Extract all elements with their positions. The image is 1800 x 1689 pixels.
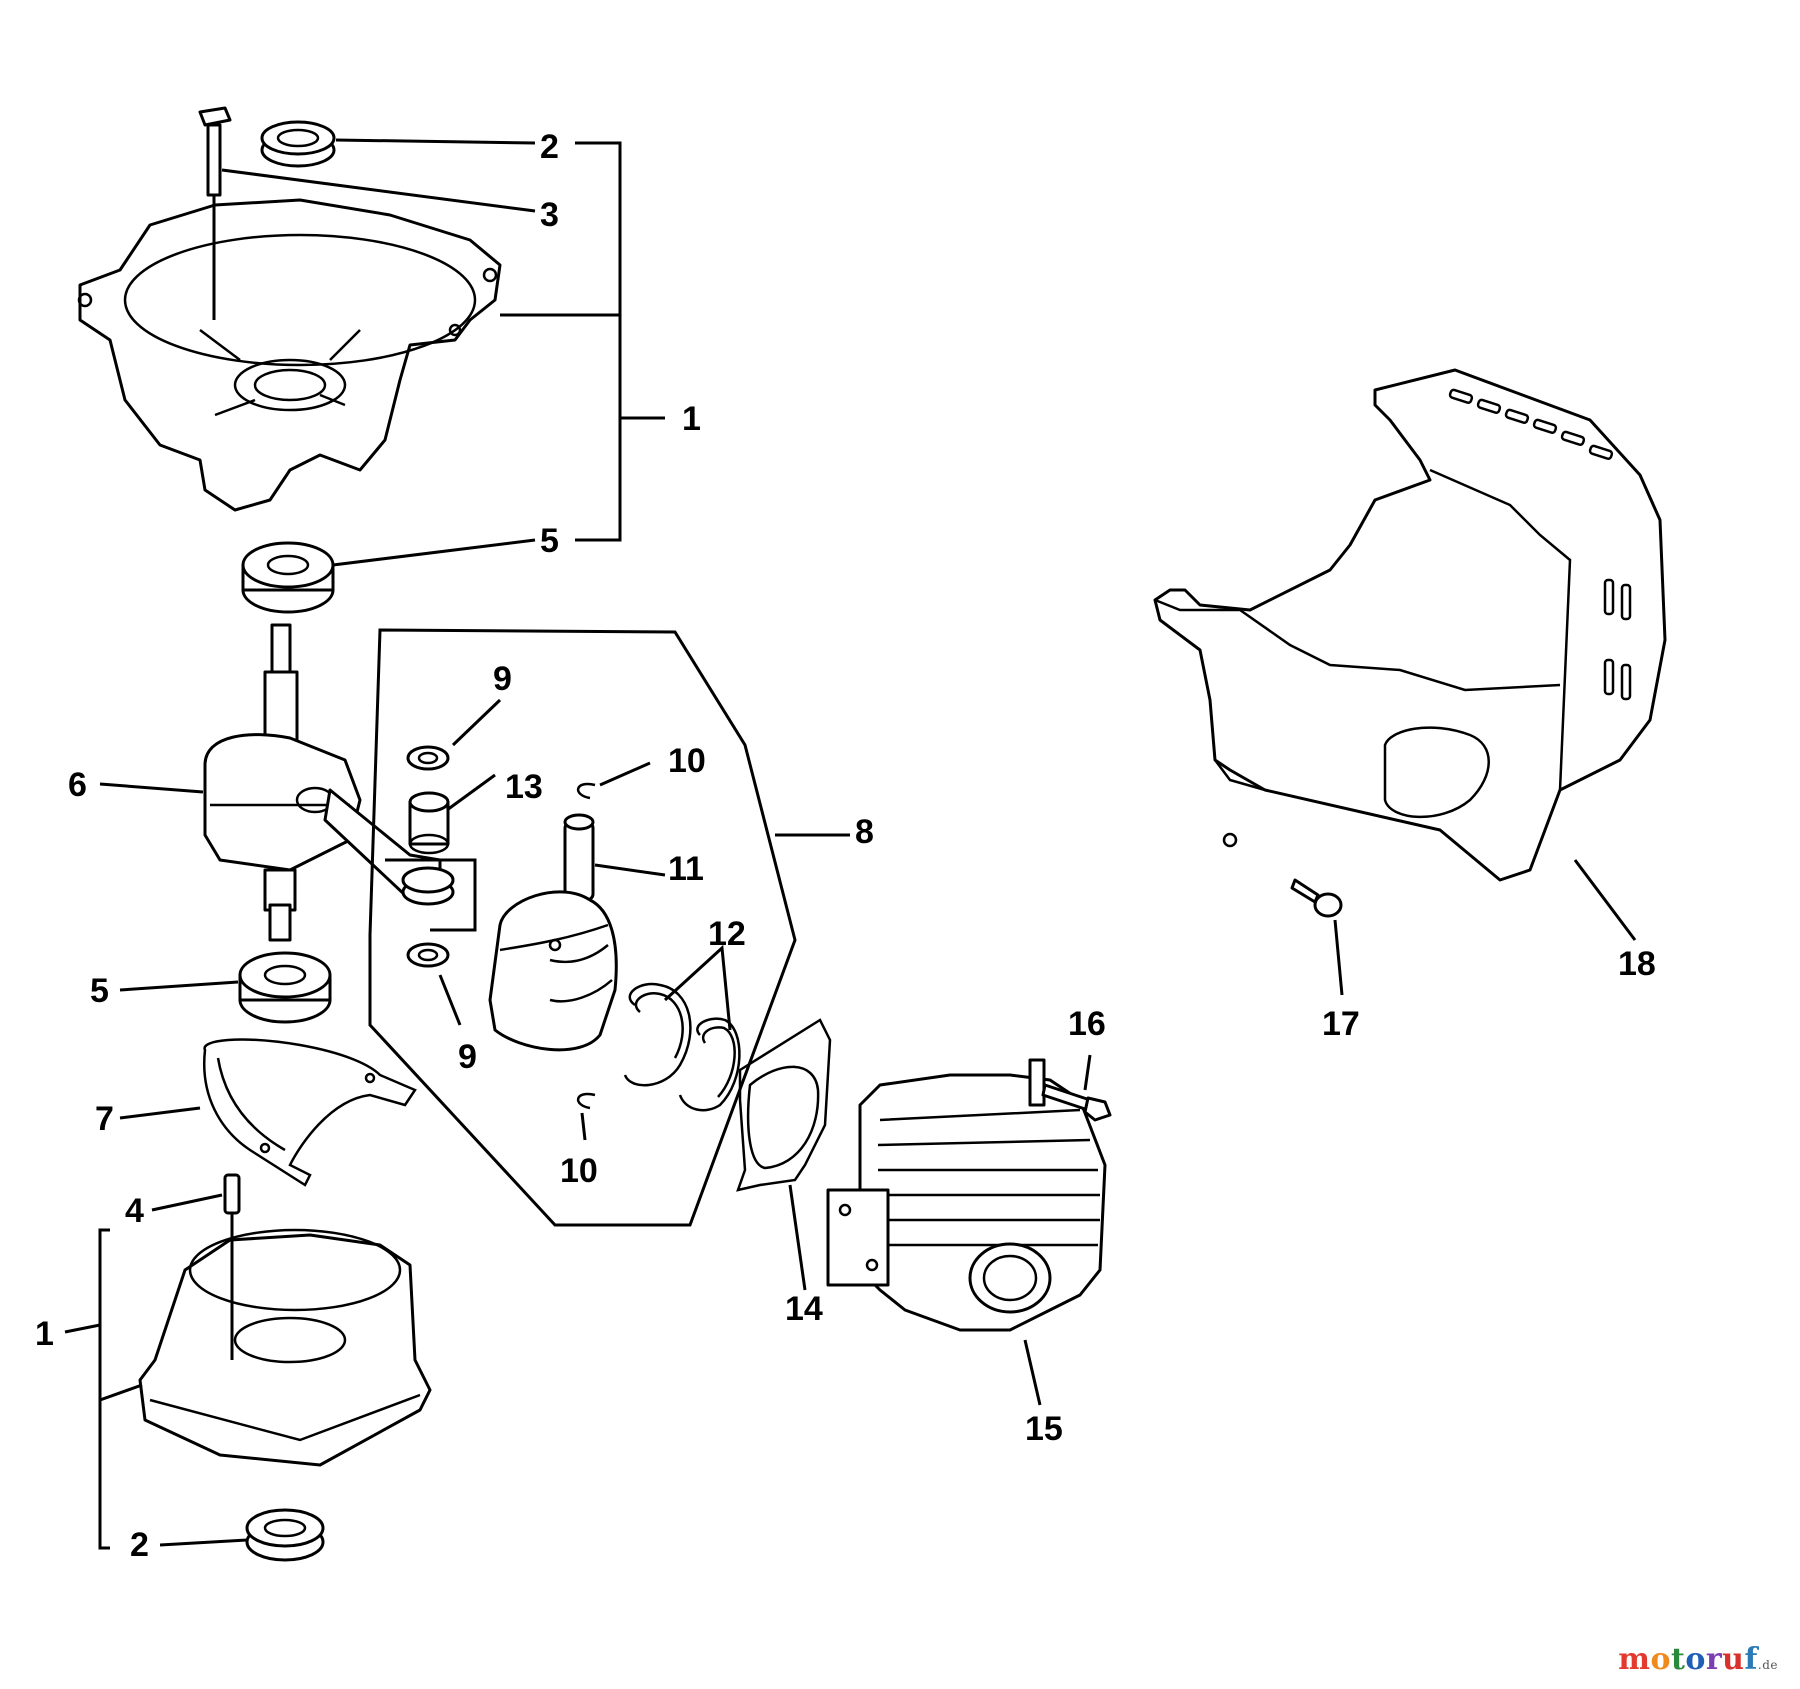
piston-pin	[563, 813, 595, 902]
callout-5-top: 5	[540, 522, 559, 560]
oil-seal-bottom	[245, 1508, 325, 1562]
engine-cover	[1153, 368, 1667, 882]
callout-5-bottom: 5	[90, 972, 109, 1010]
leader-lines	[64, 138, 1637, 1550]
watermark-letter: o	[1685, 1642, 1706, 1677]
bearing-bottom	[238, 951, 332, 1024]
crankcase-top-half	[77, 198, 502, 512]
watermark-letter: u	[1722, 1642, 1745, 1677]
piston	[488, 890, 618, 1052]
cylinder	[826, 1058, 1107, 1332]
piston-ring-1	[623, 982, 692, 1087]
callout-2-top: 2	[540, 128, 559, 166]
oil-seal-top	[260, 120, 336, 168]
callout-10-top: 10	[668, 742, 706, 780]
callout-14: 14	[785, 1290, 823, 1328]
piston-ring-2	[678, 1017, 741, 1112]
callout-9-bottom: 9	[458, 1038, 477, 1076]
callout-18: 18	[1618, 945, 1656, 983]
callout-7: 7	[95, 1100, 114, 1138]
watermark-letter: r	[1705, 1642, 1723, 1677]
callout-1-bottom: 1	[35, 1315, 54, 1353]
crankshaft	[203, 623, 442, 942]
callout-9-top: 9	[493, 660, 512, 698]
watermark-letter: m	[1618, 1642, 1651, 1677]
dowel-pin	[223, 1173, 241, 1215]
crankcase-gasket	[203, 1038, 417, 1187]
watermark-letters: motoruf	[1618, 1642, 1758, 1677]
circlip-top	[577, 782, 596, 800]
piston-kit-outline	[368, 628, 797, 1227]
callout-15: 15	[1025, 1410, 1063, 1448]
circlip-bottom	[577, 1092, 596, 1110]
small-end-box	[385, 858, 477, 932]
callout-13: 13	[505, 768, 543, 806]
callout-2-bottom: 2	[130, 1526, 149, 1564]
callout-3: 3	[540, 196, 559, 234]
callout-11: 11	[668, 850, 704, 888]
callout-1-top: 1	[682, 400, 701, 438]
cylinder-bolt	[1041, 1083, 1112, 1122]
callout-10-bottom: 10	[560, 1152, 598, 1190]
watermark-letter: f	[1744, 1642, 1758, 1677]
watermark-logo: motoruf.de	[1618, 1642, 1778, 1677]
watermark-letter: t	[1670, 1642, 1686, 1677]
bolt-part-3	[198, 106, 232, 320]
washer-bottom	[406, 942, 450, 968]
callout-16: 16	[1068, 1005, 1106, 1043]
callout-4: 4	[125, 1192, 144, 1230]
callout-8: 8	[855, 813, 874, 851]
crankcase-bottom-half	[138, 1213, 432, 1467]
watermark-letter: o	[1650, 1642, 1671, 1677]
washer-top	[406, 745, 450, 771]
cover-screw	[1290, 878, 1343, 918]
cylinder-gasket	[736, 1018, 832, 1192]
bearing-top	[241, 541, 335, 614]
needle-bearing	[408, 791, 450, 855]
watermark-suffix: .de	[1757, 1658, 1778, 1672]
callout-12: 12	[708, 915, 746, 953]
callout-17: 17	[1322, 1005, 1360, 1043]
callout-6: 6	[68, 766, 87, 804]
